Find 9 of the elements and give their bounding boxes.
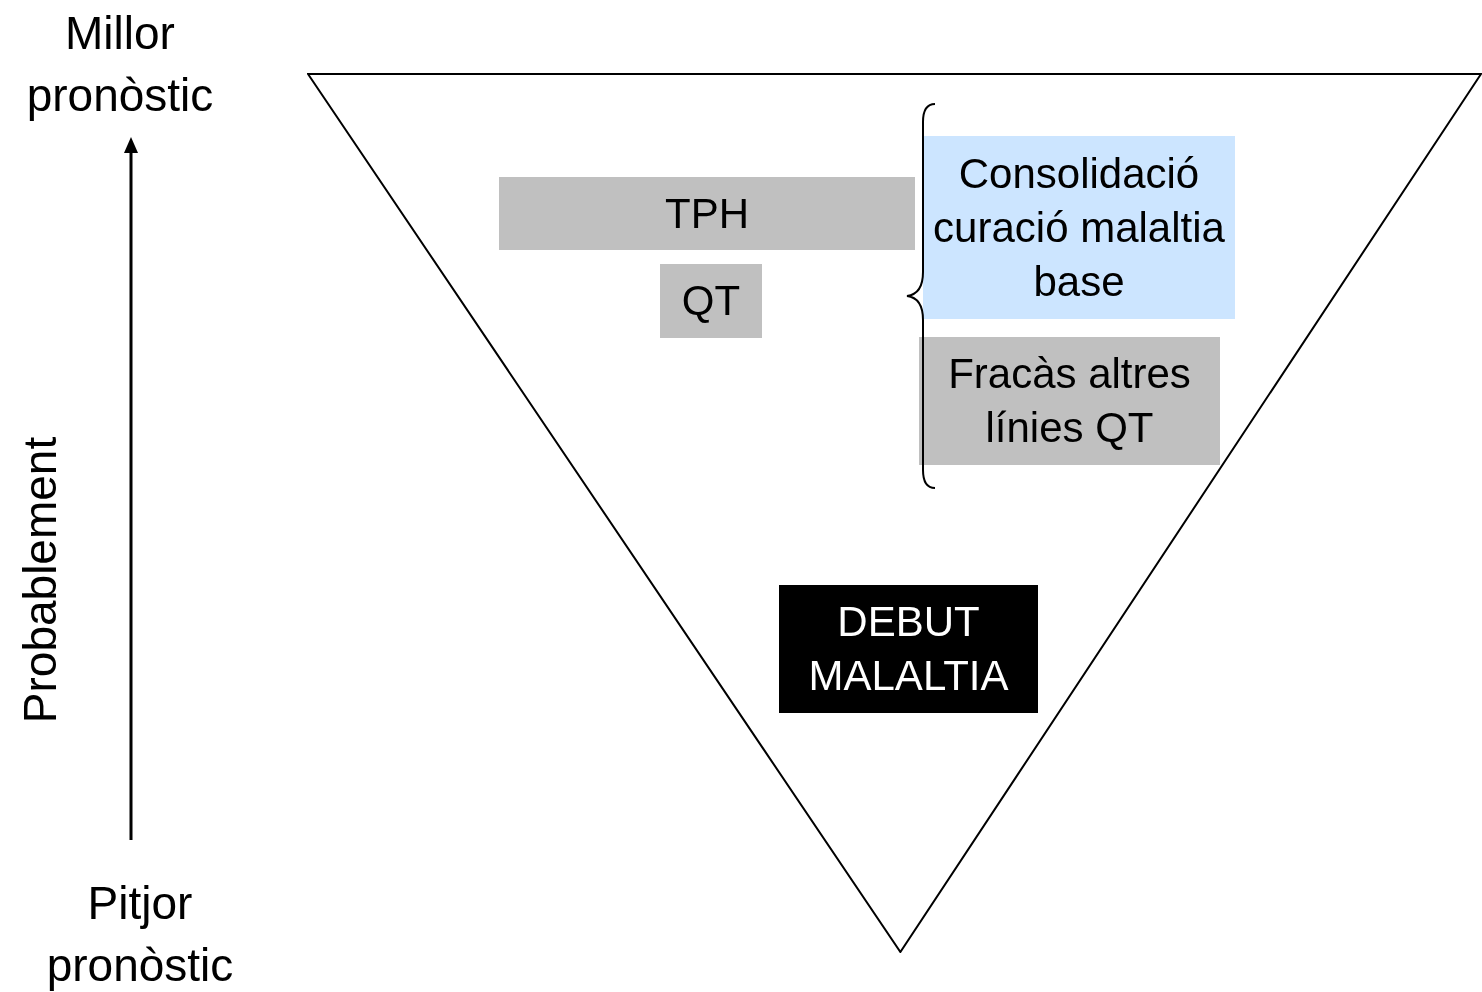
triangle-outline [307, 73, 1482, 953]
outcome-box: Consolidació curació malaltia base [923, 136, 1235, 319]
outcome-box: Fracàs altres línies QT [919, 337, 1220, 465]
start-box: DEBUT MALALTIA [779, 585, 1038, 713]
axis-label: Pitjor pronòstic [45, 876, 235, 992]
axis-label: Probablement [13, 436, 67, 724]
axis-label: Millor pronòstic [25, 6, 215, 123]
treatment-box: TPH [499, 177, 915, 250]
treatment-box: QT [660, 264, 762, 338]
